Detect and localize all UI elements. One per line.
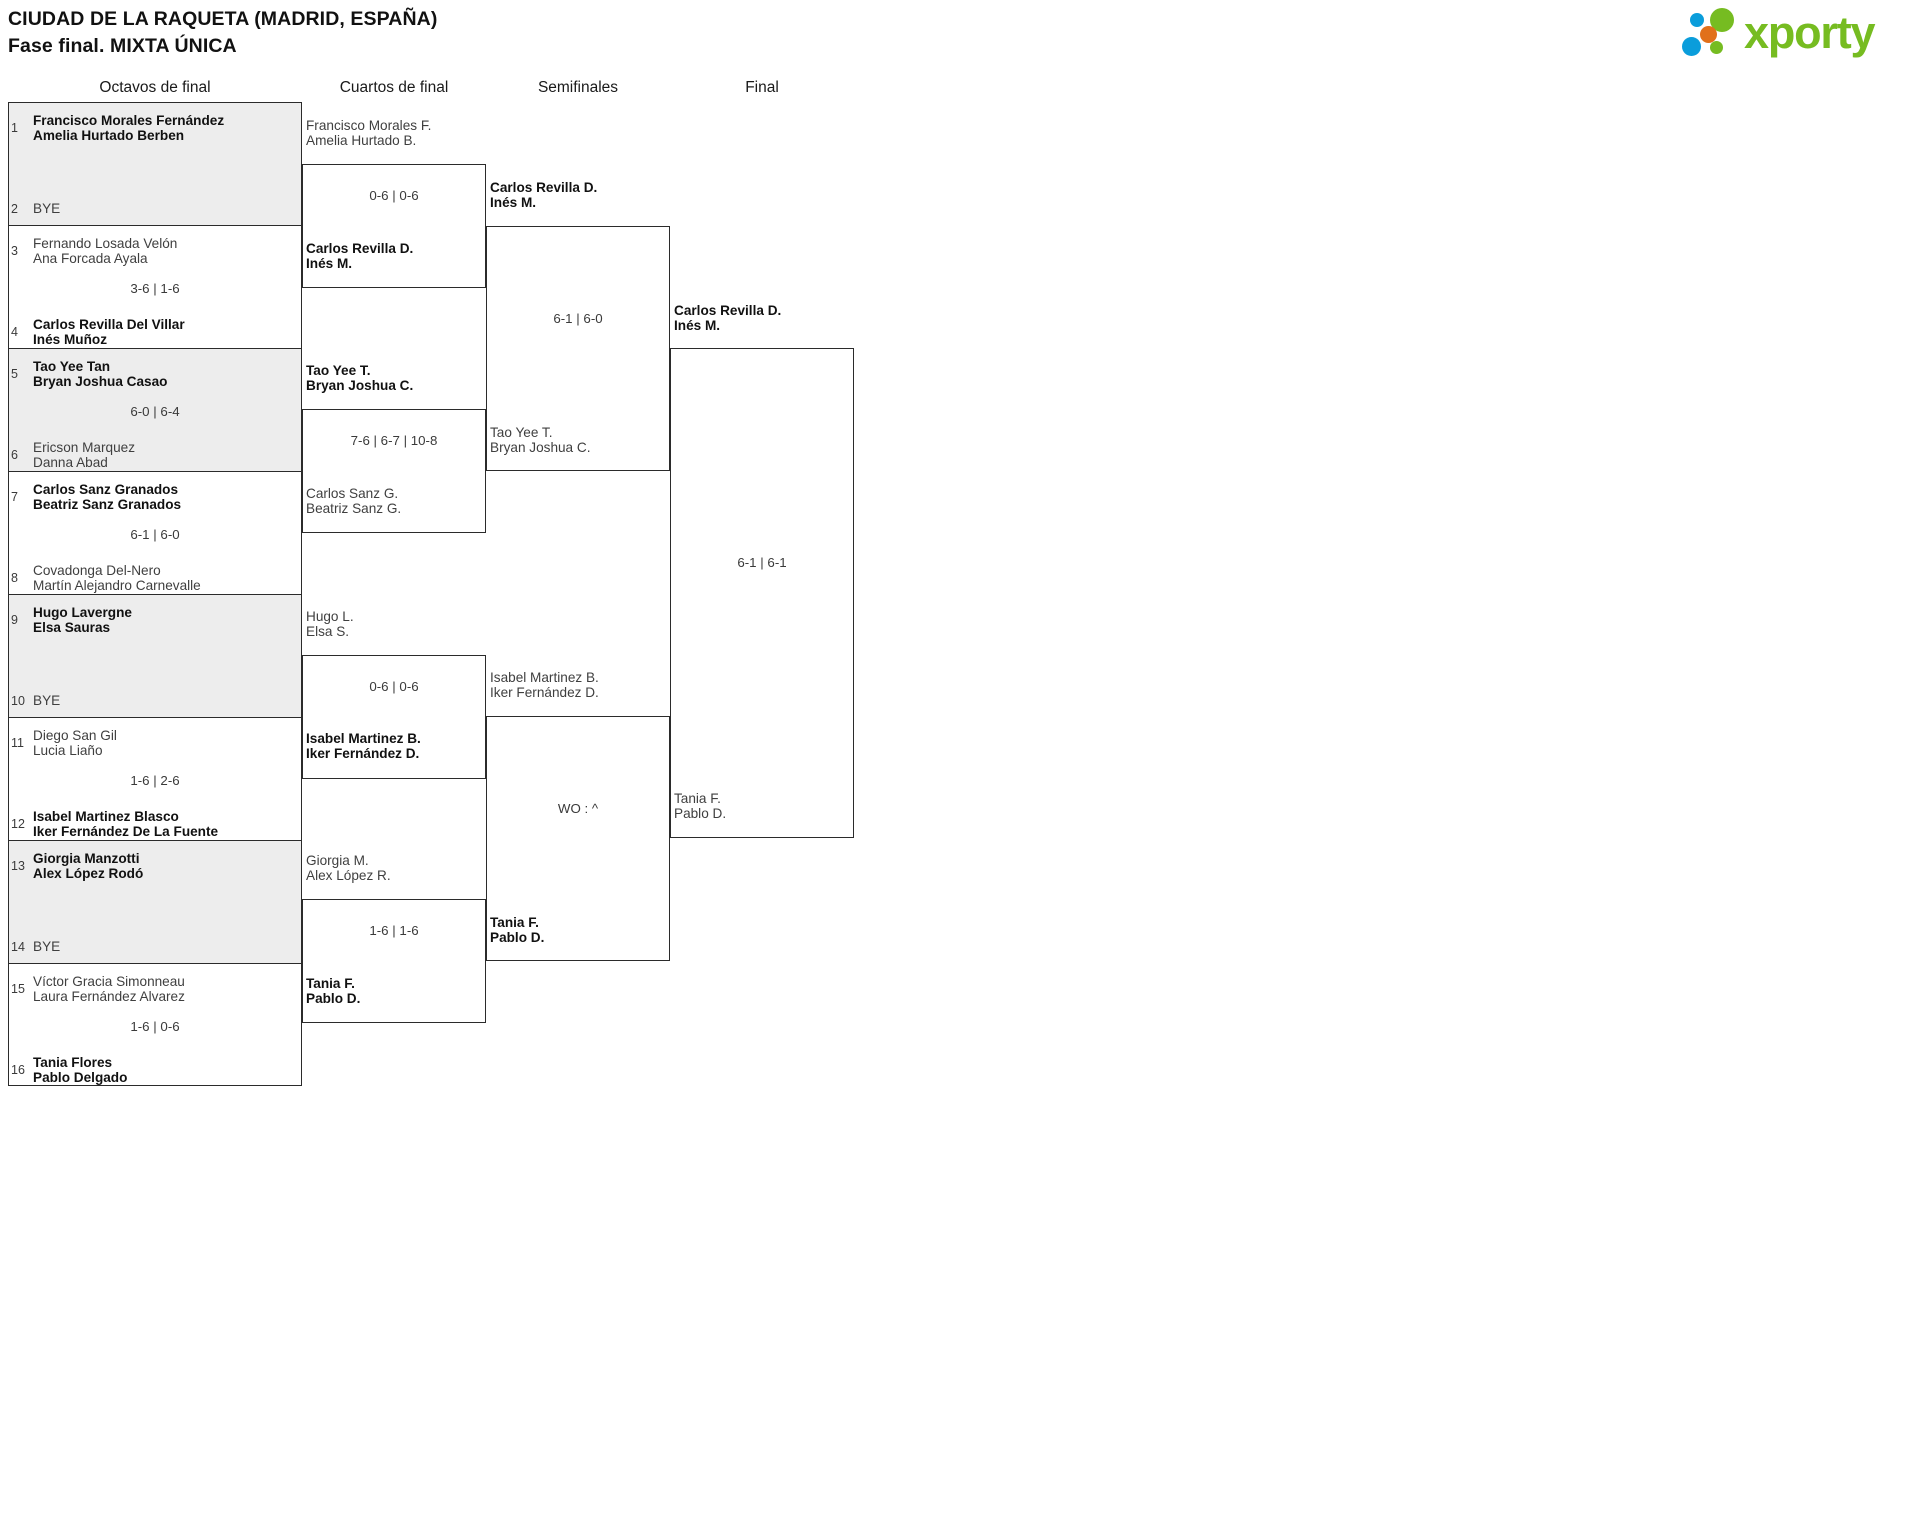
match-score: 1-6 | 2-6: [130, 773, 180, 788]
team-pair: Diego San Gil Lucia Liaño: [33, 728, 117, 759]
r1-match-2[interactable]: 3 Fernando Losada Velón Ana Forcada Ayal…: [8, 225, 302, 348]
r2-advancing-team: Isabel Martinez B. Iker Fernández D.: [306, 731, 421, 762]
seed-number: 3: [11, 244, 18, 258]
tournament-venue-title: CIUDAD DE LA RAQUETA (MADRID, ESPAÑA): [8, 8, 438, 30]
r1-divider: [8, 225, 302, 226]
r2-match-3-connector[interactable]: [302, 655, 486, 779]
seed-number: 15: [11, 982, 25, 996]
seed-number: 8: [11, 571, 18, 585]
seed-number: 9: [11, 613, 18, 627]
runner-up-team: Tania F. Pablo D.: [674, 791, 727, 822]
match-score: 6-0 | 6-4: [130, 404, 180, 419]
team-pair: Tao Yee Tan Bryan Joshua Casao: [33, 359, 168, 390]
seed-number: 4: [11, 325, 18, 339]
r3-advancing-team: Carlos Revilla D. Inés M.: [490, 180, 598, 211]
r3-advancing-team: Isabel Martinez B. Iker Fernández D.: [490, 670, 599, 701]
final-match-connector[interactable]: [670, 348, 854, 838]
team-pair: Francisco Morales Fernández Amelia Hurta…: [33, 113, 225, 144]
tournament-phase-title: Fase final. MIXTA ÚNICA: [8, 35, 237, 57]
r2-advancing-team: Carlos Sanz G. Beatriz Sanz G.: [306, 486, 402, 517]
r3-advancing-team: Tao Yee T. Bryan Joshua C.: [490, 425, 591, 456]
r1-divider: [8, 594, 302, 595]
r1-divider: [8, 717, 302, 718]
r2-match-2-connector[interactable]: [302, 409, 486, 533]
r2-match-1-connector[interactable]: [302, 164, 486, 288]
round-header-cuartos: Cuartos de final: [339, 79, 449, 96]
xporty-logo: xporty: [1680, 6, 1912, 62]
match-score: 1-6 | 1-6: [369, 923, 419, 938]
match-score: 1-6 | 0-6: [130, 1019, 180, 1034]
page-title: CIUDAD DE LA RAQUETA (MADRID, ESPAÑA) Fa…: [8, 6, 437, 60]
r1-divider: [8, 348, 302, 349]
team-pair: Isabel Martinez Blasco Iker Fernández De…: [33, 809, 219, 840]
r2-advancing-team: Giorgia M. Alex López R.: [306, 853, 391, 884]
xporty-logo-dots-icon: [1680, 8, 1742, 60]
r1-match-8[interactable]: 15 Víctor Gracia Simonneau Laura Fernánd…: [8, 963, 302, 1086]
round-header-final: Final: [745, 79, 779, 96]
r1-match-3[interactable]: 5 Tao Yee Tan Bryan Joshua Casao 6-0 | 6…: [8, 348, 302, 471]
seed-number: 16: [11, 1063, 25, 1077]
seed-number: 14: [11, 940, 25, 954]
r2-advancing-team: Tania F. Pablo D.: [306, 976, 361, 1007]
seed-number: 2: [11, 202, 18, 216]
team-pair: Giorgia Manzotti Alex López Rodó: [33, 851, 144, 882]
r1-frame-right: [301, 102, 302, 1086]
match-score: 0-6 | 0-6: [369, 679, 419, 694]
r2-advancing-team: Hugo L. Elsa S.: [306, 609, 354, 640]
r1-match-7[interactable]: 13 Giorgia Manzotti Alex López Rodó 14 B…: [8, 840, 302, 963]
r1-match-4[interactable]: 7 Carlos Sanz Granados Beatriz Sanz Gran…: [8, 471, 302, 594]
r1-match-5[interactable]: 9 Hugo Lavergne Elsa Sauras 10 BYE: [8, 594, 302, 717]
xporty-logo-text: xporty: [1744, 7, 1876, 58]
team-pair: Tania Flores Pablo Delgado: [33, 1055, 128, 1086]
bye-label: BYE: [33, 201, 61, 216]
team-pair: Ericson Marquez Danna Abad: [33, 440, 135, 471]
team-pair: Covadonga Del-Nero Martín Alejandro Carn…: [33, 563, 201, 594]
team-pair: Carlos Revilla Del Villar Inés Muñoz: [33, 317, 185, 348]
r2-match-4-connector[interactable]: [302, 899, 486, 1023]
r1-divider: [8, 471, 302, 472]
team-pair: Hugo Lavergne Elsa Sauras: [33, 605, 132, 636]
r3-match-1-connector[interactable]: [486, 226, 670, 471]
match-score: 0-6 | 0-6: [369, 188, 419, 203]
r2-advancing-team: Francisco Morales F. Amelia Hurtado B.: [306, 118, 432, 149]
r2-advancing-team: Carlos Revilla D. Inés M.: [306, 241, 414, 272]
seed-number: 10: [11, 694, 25, 708]
match-score: 3-6 | 1-6: [130, 281, 180, 296]
seed-number: 13: [11, 859, 25, 873]
match-score: 6-1 | 6-0: [553, 311, 603, 326]
r1-divider: [8, 1085, 302, 1086]
r3-match-2-connector[interactable]: [486, 716, 670, 961]
seed-number: 1: [11, 121, 18, 135]
match-score: 6-1 | 6-1: [737, 555, 787, 570]
round-header-semifinales: Semifinales: [537, 79, 619, 96]
match-score: WO : ^: [557, 801, 599, 816]
seed-number: 6: [11, 448, 18, 462]
r1-frame-left: [8, 102, 9, 1086]
seed-number: 11: [11, 736, 24, 750]
seed-number: 12: [11, 817, 25, 831]
r1-divider: [8, 840, 302, 841]
seed-number: 5: [11, 367, 18, 381]
bye-label: BYE: [33, 939, 61, 954]
round-header-octavos: Octavos de final: [99, 79, 211, 96]
team-pair: Fernando Losada Velón Ana Forcada Ayala: [33, 236, 178, 267]
team-pair: Carlos Sanz Granados Beatriz Sanz Granad…: [33, 482, 182, 513]
match-score: 7-6 | 6-7 | 10-8: [350, 433, 438, 448]
seed-number: 7: [11, 490, 18, 504]
r1-match-6[interactable]: 11 Diego San Gil Lucia Liaño 1-6 | 2-6 1…: [8, 717, 302, 840]
champion-team: Carlos Revilla D. Inés M.: [674, 303, 782, 334]
team-pair: Víctor Gracia Simonneau Laura Fernández …: [33, 974, 185, 1005]
r1-match-1[interactable]: 1 Francisco Morales Fernández Amelia Hur…: [8, 102, 302, 225]
r1-divider: [8, 102, 302, 103]
r2-advancing-team: Tao Yee T. Bryan Joshua C.: [306, 363, 414, 394]
match-score: 6-1 | 6-0: [130, 527, 180, 542]
r1-divider: [8, 963, 302, 964]
bye-label: BYE: [33, 693, 61, 708]
r3-advancing-team: Tania F. Pablo D.: [490, 915, 545, 946]
